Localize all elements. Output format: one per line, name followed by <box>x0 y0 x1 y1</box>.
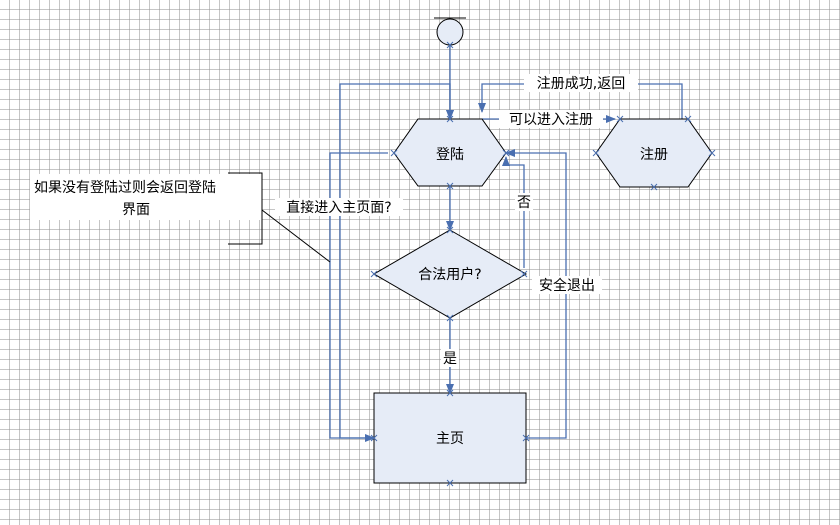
svg-text:否: 否 <box>517 195 531 211</box>
start-node[interactable] <box>434 17 466 46</box>
connection-points <box>370 41 716 487</box>
svg-text:安全退出: 安全退出 <box>539 277 595 294</box>
home-node[interactable]: 主页 <box>373 392 527 484</box>
svg-text:注册成功,返回: 注册成功,返回 <box>537 76 625 92</box>
connector-login-to-home-direct <box>329 152 388 442</box>
edge-label-yes: 是 <box>441 349 459 367</box>
annotation-bracket <box>228 172 263 245</box>
connector-logout-to-login <box>505 149 567 439</box>
register-label: 注册 <box>640 147 668 163</box>
edge-label-no: 否 <box>515 193 533 211</box>
annotation-leader-line <box>261 209 331 263</box>
connector-no-to-login <box>502 156 525 268</box>
edge-label-direct-home: 直接进入主页面? <box>275 198 403 216</box>
valid-user-label: 合法用户? <box>418 266 481 283</box>
annotation-line-1: 如果没有登陆过则会返回登陆 <box>34 180 216 196</box>
edge-label-register-success: 注册成功,返回 <box>524 74 638 92</box>
login-node[interactable]: 登陆 <box>393 118 507 187</box>
annotation-comment: 如果没有登陆过则会返回登陆 界面 <box>30 172 331 263</box>
svg-text:直接进入主页面?: 直接进入主页面? <box>286 199 391 216</box>
edge-label-can-register: 可以进入注册 <box>499 110 603 128</box>
svg-text:可以进入注册: 可以进入注册 <box>509 112 593 128</box>
valid-user-node[interactable]: 合法用户? <box>373 229 527 319</box>
edge-label-logout: 安全退出 <box>532 276 602 294</box>
home-label: 主页 <box>436 431 464 447</box>
annotation-line-2: 界面 <box>122 202 150 218</box>
svg-text:是: 是 <box>443 351 457 367</box>
register-node[interactable]: 注册 <box>595 118 713 188</box>
login-label: 登陆 <box>436 147 464 163</box>
